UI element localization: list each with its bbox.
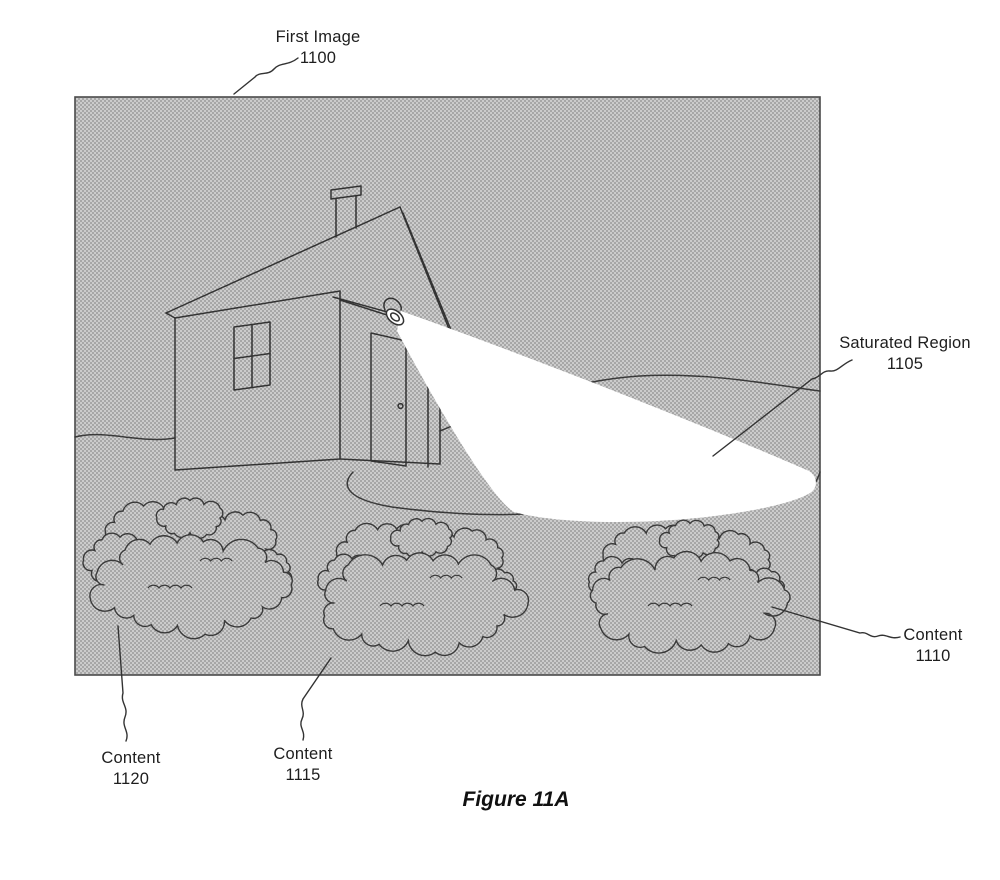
- bush-blob: [323, 552, 530, 657]
- leader-lines: [117, 57, 901, 742]
- first-image-label-number: 1100: [299, 49, 337, 67]
- content-1120-label-name: Content: [101, 749, 161, 767]
- bush-left: [82, 497, 293, 640]
- bush-tuft-line: [697, 576, 731, 581]
- content-1110-label: Content 1110: [903, 625, 962, 667]
- side-wall: [174, 290, 341, 471]
- bush-tuft-line: [147, 584, 193, 589]
- door-knob: [397, 402, 404, 410]
- bush-middle: [317, 517, 530, 657]
- content-1110-label-number: 1110: [915, 647, 951, 665]
- bush-tuft-line: [379, 602, 425, 607]
- bush-tuft-line: [429, 574, 463, 579]
- first-image-label: First Image 1100: [276, 27, 361, 69]
- first-image-label-name: First Image: [275, 28, 361, 46]
- chimney-cap: [330, 185, 362, 200]
- bush-blob: [589, 550, 791, 654]
- bush-tuft-line: [199, 557, 233, 562]
- content-1110-label-name: Content: [903, 626, 963, 644]
- window: [233, 321, 271, 391]
- leader-content-1110: [771, 606, 901, 639]
- content-1115-label-number: 1115: [285, 766, 321, 784]
- saturated-region-label: Saturated Region 1105: [839, 333, 971, 375]
- leader-content-1120: [117, 625, 128, 742]
- bush-blob: [658, 519, 720, 561]
- driveway-curve: [346, 471, 524, 516]
- porch-light-shade: [385, 308, 405, 326]
- content-1115-label-name: Content: [273, 745, 333, 763]
- horizon-line-left: [74, 433, 176, 441]
- door: [370, 332, 407, 467]
- porch-light: [383, 297, 405, 326]
- roof-fascia-line: [402, 212, 452, 331]
- content-1115-label: Content 1115: [273, 744, 332, 786]
- porch-light-bulb: [389, 312, 401, 322]
- content-1120-label-number: 1120: [112, 770, 150, 788]
- bush-right: [587, 519, 791, 654]
- roof-left-slope: [165, 206, 401, 314]
- saturated-region-shape: [397, 311, 816, 522]
- eave-left-edge: [165, 312, 176, 319]
- window-mullion-horizontal: [233, 352, 271, 360]
- saturated-region-label-number: 1105: [886, 355, 924, 373]
- leader-content-1115: [300, 657, 332, 741]
- house: [165, 185, 452, 471]
- leader-saturated-region: [712, 359, 853, 457]
- bush-blob: [389, 517, 453, 558]
- side-wall-top: [174, 290, 341, 319]
- content-1120-label: Content 1120: [101, 748, 160, 790]
- porch-light-mount: [383, 297, 402, 311]
- bush-tuft-line: [647, 602, 693, 607]
- saturated-region-label-name: Saturated Region: [839, 334, 971, 352]
- bush-blob: [155, 497, 224, 540]
- leader-first-image: [233, 57, 299, 95]
- figure-caption: Figure 11A: [462, 788, 570, 811]
